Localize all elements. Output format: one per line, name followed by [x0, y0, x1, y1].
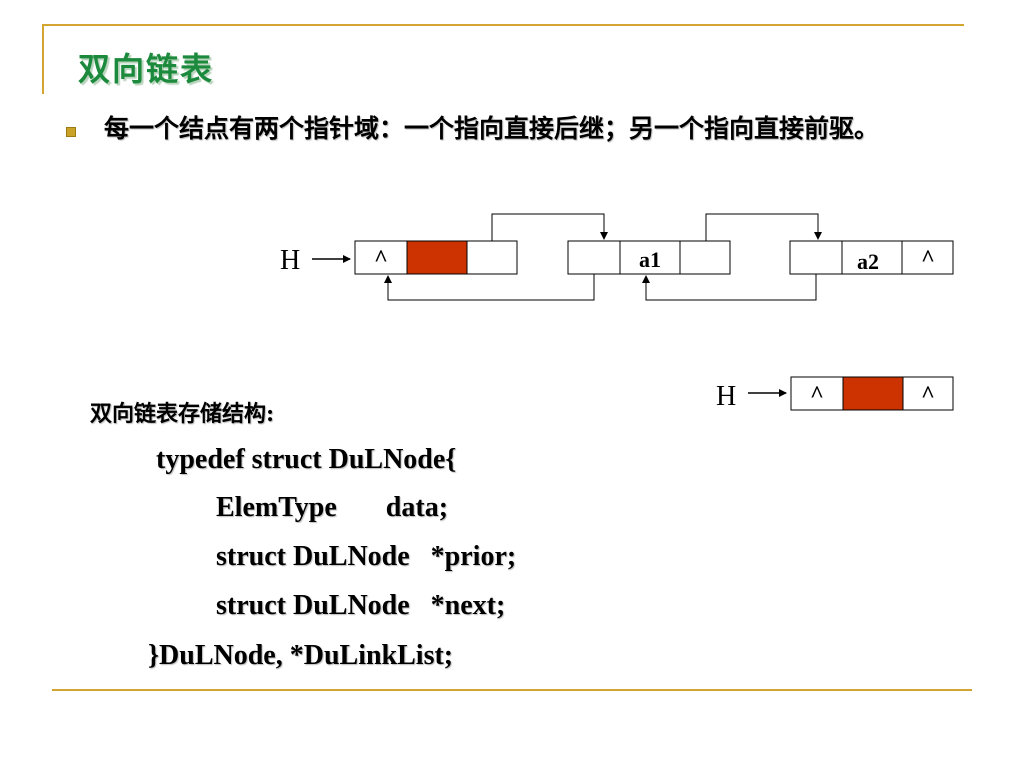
bullet-square-icon	[66, 127, 76, 137]
empty-head-label: H	[716, 381, 736, 412]
head-next-pointer	[491, 213, 608, 241]
head-label: H	[280, 245, 300, 276]
frame-left-line	[42, 24, 44, 94]
node2-prior-pointer	[642, 274, 817, 301]
empty-head-next-null: ^	[921, 382, 935, 408]
node2-data-label: a2	[857, 249, 879, 274]
node1-prior-pointer	[384, 274, 595, 301]
head-node-data-cell	[406, 240, 468, 275]
node1-data-label: a1	[639, 247, 661, 272]
frame-bottom-line	[52, 689, 972, 691]
node1-next-cell	[679, 240, 731, 275]
frame-top-line	[42, 24, 964, 26]
node1-next-pointer	[705, 213, 822, 241]
bullet-text: 每一个结点有两个指针域：一个指向直接后继；另一个指向直接前驱。	[104, 114, 880, 143]
head-node-prior-cell	[354, 240, 408, 275]
node2-prior-cell	[789, 240, 843, 275]
node2-null-marker: ^	[921, 246, 935, 272]
empty-head-prior-cell	[790, 376, 844, 411]
empty-head-next-cell	[902, 376, 954, 411]
node2-next-cell	[901, 240, 954, 275]
node1-prior-cell	[567, 240, 621, 275]
empty-head-data-cell	[842, 376, 904, 411]
slide-title: 双向链表	[78, 50, 215, 88]
head-node-null-marker: ^	[374, 246, 388, 272]
empty-head-prior-null: ^	[810, 382, 824, 408]
head-node-next-cell	[466, 240, 518, 275]
